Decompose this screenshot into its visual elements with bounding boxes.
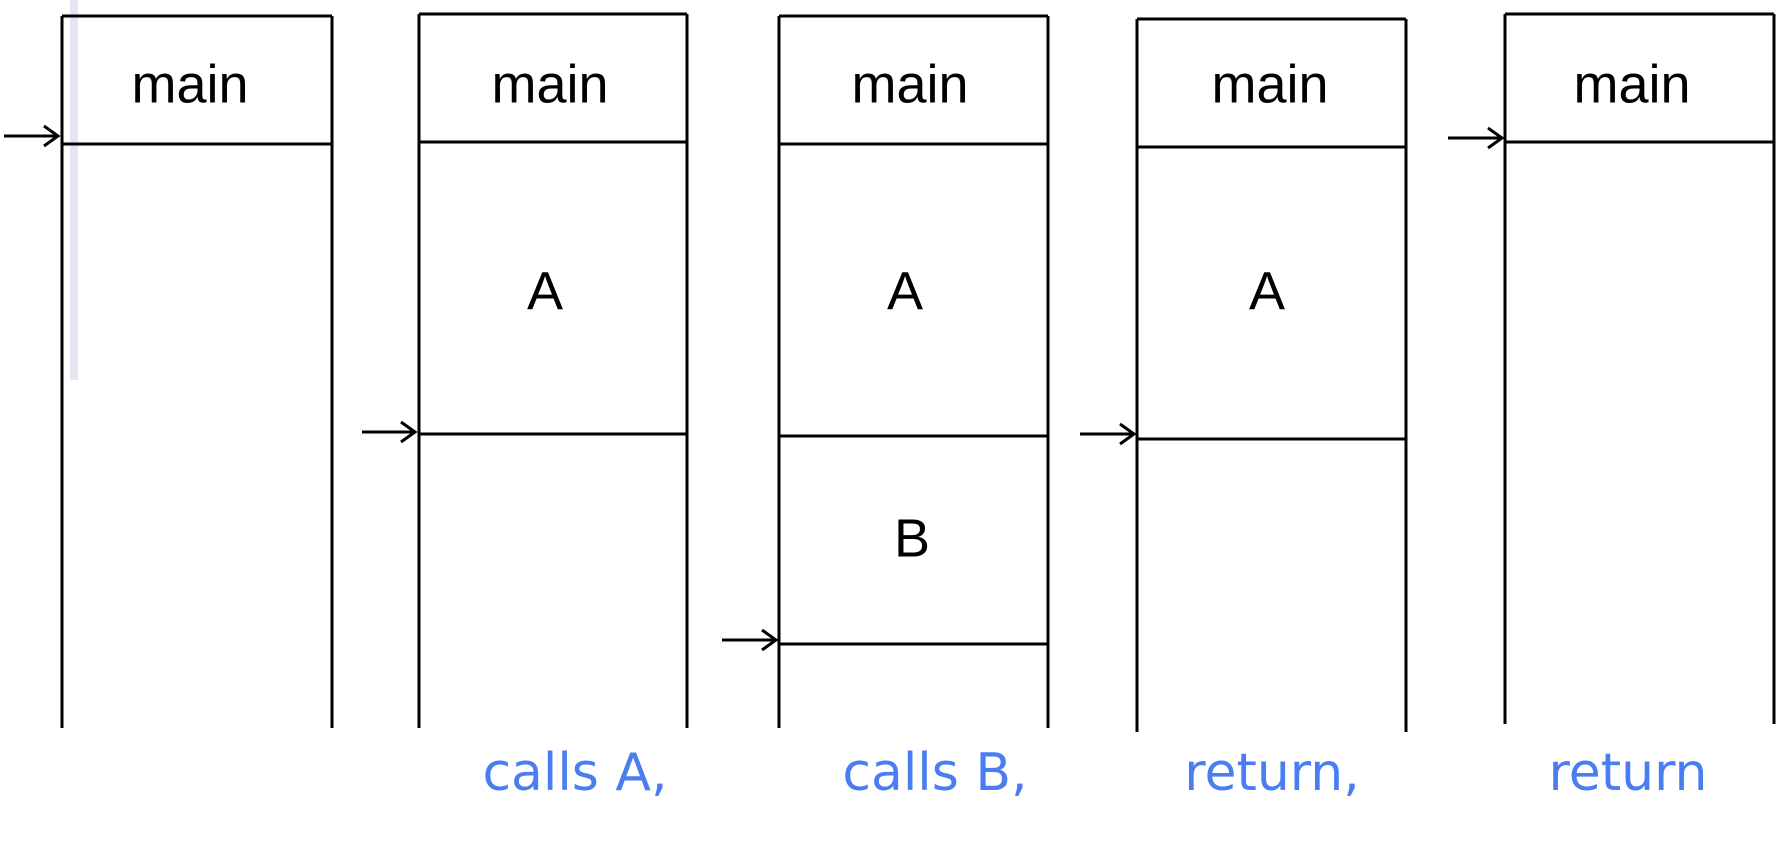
stack-4-frame-main-label: main — [1211, 54, 1328, 114]
stack-3-frame-main-label: main — [851, 54, 968, 114]
stack-2: main A calls A, — [362, 12, 689, 803]
stack-1-frame-main-label: main — [131, 54, 248, 114]
stack-3-caption: calls B, — [842, 743, 1027, 803]
stack-2-caption: calls A, — [482, 743, 667, 803]
stack-4: main A return, — [1080, 17, 1408, 803]
stack-3: main A B calls B, — [722, 14, 1050, 803]
stack-1-stack-pointer-arrow — [4, 124, 61, 148]
stack-3-frame-b-label: B — [894, 508, 930, 568]
stack-5-caption: return — [1549, 743, 1708, 803]
stack-1: main — [4, 14, 334, 728]
stack-4-frame-a-label: A — [1249, 261, 1285, 321]
stack-4-stack-pointer-arrow — [1080, 422, 1137, 446]
stack-3-frame-a-label: A — [887, 261, 923, 321]
stack-2-stack-pointer-arrow — [362, 420, 418, 444]
stack-5: main return — [1448, 12, 1776, 803]
stack-5-stack-pointer-arrow — [1448, 126, 1505, 150]
stack-3-stack-pointer-arrow — [722, 628, 779, 652]
stack-2-frame-a-label: A — [527, 261, 563, 321]
stack-5-frame-main-label: main — [1573, 54, 1690, 114]
slide-edge-artifact — [70, 0, 78, 380]
stack-4-caption: return, — [1184, 743, 1360, 803]
stack-2-frame-main-label: main — [491, 54, 608, 114]
